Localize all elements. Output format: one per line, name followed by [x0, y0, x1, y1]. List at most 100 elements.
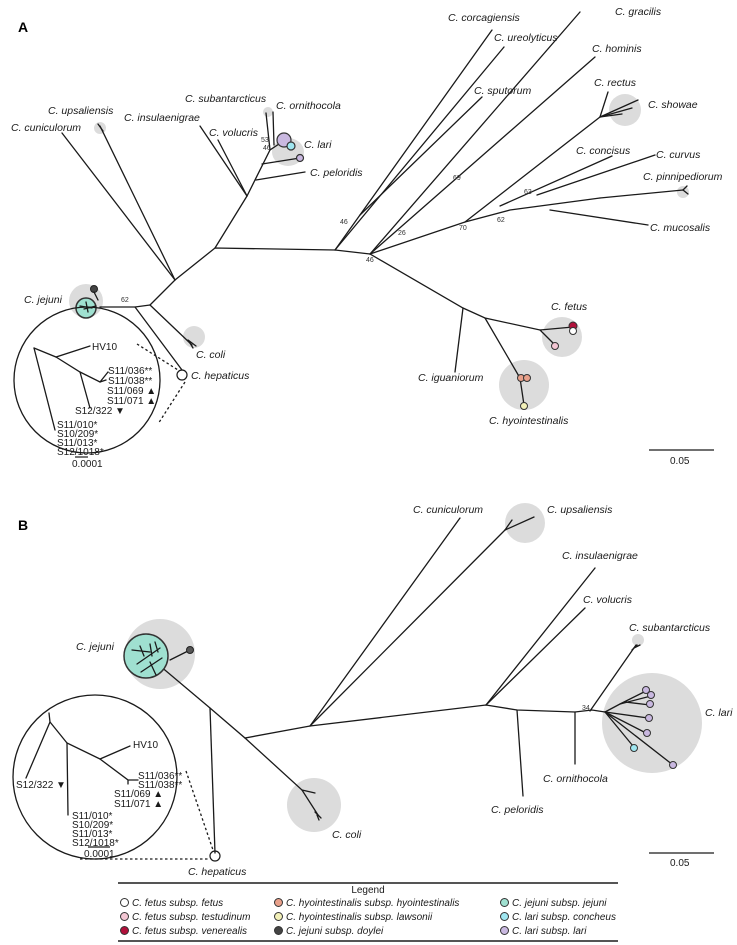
- taxon-label: C. subantarcticus: [185, 93, 267, 105]
- bootstrap-value: 69: [453, 175, 461, 182]
- legend-color-dot: [120, 912, 129, 921]
- hepaticus-node-b: [209, 850, 221, 862]
- tree-a-branches: [61, 11, 689, 406]
- legend-column-2: C. hyointestinalis subsp. hyointestinali…: [274, 897, 459, 939]
- jejuni-jejuni-node-b: [123, 633, 169, 679]
- bootstrap-value: 46: [263, 145, 271, 152]
- lari-lari-node-b: [669, 761, 677, 769]
- taxon-label: C. concisus: [576, 145, 631, 157]
- taxon-label: C. gracilis: [615, 6, 662, 18]
- halo-coli-b: [287, 778, 341, 832]
- taxon-label: C. volucris: [209, 127, 259, 139]
- lari-concheus-node: [286, 141, 296, 151]
- inset-scale-label: 0.0001: [84, 849, 115, 860]
- legend-item: C. lari subsp. concheus: [500, 911, 616, 925]
- tree-a-bootstrap-values: 53 46 69 46 26 70 63 62 46 62: [121, 137, 532, 304]
- legend-color-dot: [274, 926, 283, 935]
- legend-item: C. fetus subsp. fetus: [120, 897, 250, 911]
- lari-lari-node-b: [645, 714, 653, 722]
- legend-color-dot: [274, 912, 283, 921]
- inset-label: HV10: [92, 342, 117, 353]
- tree-b-labels: C. cuniculorum C. upsaliensis C. insulae…: [76, 504, 733, 878]
- legend-item: C. lari subsp. lari: [500, 925, 616, 939]
- taxon-label: C. mucosalis: [650, 222, 711, 234]
- taxon-label: C. rectus: [594, 77, 637, 89]
- taxon-label: C. hepaticus: [191, 370, 250, 382]
- bootstrap-value: 46: [340, 219, 348, 226]
- taxon-label: C. cuniculorum: [11, 122, 81, 134]
- legend-item: C. jejuni subsp. doylei: [274, 925, 459, 939]
- inset-b: HV10 S11/036** S11/038** S11/069 ▲ S11/0…: [12, 694, 214, 860]
- legend-item: C. hyointestinalis subsp. hyointestinali…: [274, 897, 459, 911]
- taxon-label: C. jejuni: [24, 294, 63, 306]
- legend-color-dot: [500, 912, 509, 921]
- bootstrap-value: 53: [261, 137, 269, 144]
- inset-label: S10/209*: [57, 429, 98, 440]
- halo-upsaliensis-b: [505, 503, 545, 543]
- panel-b-label: B: [18, 517, 28, 533]
- inset-label: S12/322 ▼: [16, 780, 66, 791]
- legend-color-dot: [500, 926, 509, 935]
- taxon-label: C. hepaticus: [188, 866, 247, 878]
- taxon-label: C. pinnipediorum: [643, 171, 723, 183]
- tree-b-branches: [152, 516, 674, 854]
- taxon-label: C. corcagiensis: [448, 12, 521, 24]
- hepaticus-node-a: [176, 369, 188, 381]
- bootstrap-value: 26: [398, 230, 406, 237]
- legend-item: C. fetus subsp. testudinum: [120, 911, 250, 925]
- taxon-label: C. cuniculorum: [413, 504, 483, 516]
- taxon-label: C. subantarcticus: [629, 622, 711, 634]
- lari-lari-node-b: [642, 686, 650, 694]
- inset-a: HV10 S11/036** S11/038** S11/069 ▲ S11/0…: [13, 306, 186, 470]
- legend-column-1: C. fetus subsp. fetus C. fetus subsp. te…: [120, 897, 250, 939]
- inset-label: S10/209*: [72, 820, 113, 831]
- taxon-label: C. coli: [332, 829, 362, 841]
- legend-item: C. hyointestinalis subsp. lawsonii: [274, 911, 459, 925]
- lari-lari-node-b: [646, 700, 654, 708]
- halo-subantarcticus-a: [263, 107, 273, 117]
- panel-a-label: A: [18, 19, 28, 35]
- inset-label: S11/071 ▲: [107, 396, 156, 407]
- inset-label: S11/038**: [138, 780, 182, 791]
- taxon-label: C. lari: [304, 139, 332, 151]
- jejuni-doylei-node-b: [186, 646, 194, 654]
- inset-label: S11/071 ▲: [114, 799, 163, 810]
- bootstrap-value: 46: [366, 257, 374, 264]
- bootstrap-value: 62: [121, 297, 129, 304]
- taxon-label: C. hyointestinalis: [489, 415, 569, 427]
- scale-bar-b-label: 0.05: [670, 858, 690, 869]
- lari-concheus-node-b: [630, 744, 638, 752]
- inset-label: S11/013*: [57, 438, 98, 449]
- legend-column-3: C. jejuni subsp. jejuni C. lari subsp. c…: [500, 897, 616, 939]
- taxon-label: C. peloridis: [310, 167, 363, 179]
- legend-item: C. jejuni subsp. jejuni: [500, 897, 616, 911]
- legend-color-dot: [500, 898, 509, 907]
- taxon-label: C. peloridis: [491, 804, 544, 816]
- inset-label: S11/069 ▲: [114, 789, 163, 800]
- bootstrap-value: 34: [582, 705, 590, 712]
- legend-title: Legend: [351, 885, 385, 896]
- halo-upsaliensis-a: [94, 122, 106, 134]
- taxon-label: C. jejuni: [76, 641, 115, 653]
- taxon-label: C. sputorum: [474, 85, 531, 97]
- inset-circle-a: [13, 306, 161, 454]
- lari-lari-node-b: [647, 691, 655, 699]
- inset-label: S12/322 ▼: [75, 406, 125, 417]
- inset-scale-label: 0.0001: [72, 459, 103, 470]
- hyo-lawsonii-node: [520, 402, 528, 410]
- inset-label: S11/036**: [108, 366, 152, 377]
- inset-label: S11/036**: [138, 771, 182, 782]
- tree-a-labels: C. corcagiensis C. ureolyticus C. gracil…: [11, 6, 723, 427]
- halo-subantarcticus-b: [632, 634, 644, 646]
- taxon-label: C. insulaenigrae: [124, 112, 200, 124]
- legend-color-dot: [120, 926, 129, 935]
- taxon-label: C. upsaliensis: [48, 105, 114, 117]
- inset-label: S11/069 ▲: [107, 386, 156, 397]
- inset-label: HV10: [133, 740, 158, 751]
- taxon-label: C. coli: [196, 349, 226, 361]
- taxon-label: C. ureolyticus: [494, 32, 558, 44]
- legend-color-dot: [274, 898, 283, 907]
- inset-label: S11/010*: [57, 420, 98, 431]
- legend-item: C. fetus subsp. venerealis: [120, 925, 250, 939]
